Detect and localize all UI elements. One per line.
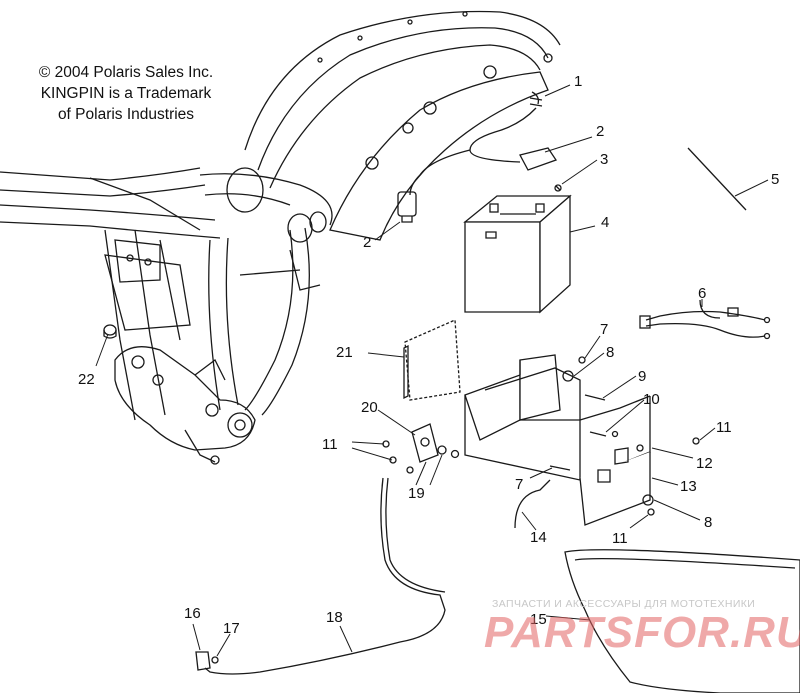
callout-11-bottom: 11 [612,530,628,547]
callout-13: 13 [680,478,697,495]
callout-7-lower: 7 [515,476,523,493]
callout-6: 6 [698,285,706,302]
copyright-line-3: of Polaris Industries [57,106,195,123]
callout-7-upper: 7 [600,321,608,338]
leader-lines [95,84,769,657]
callout-20: 20 [361,399,378,416]
copyright-line-2: KINGPIN is a Trademark [40,85,212,102]
battery-box-part-13 [464,354,700,526]
callout-10: 10 [643,391,660,408]
callout-9: 9 [638,368,646,385]
callout-15: 15 [530,611,547,628]
callout-14: 14 [530,529,547,546]
callout-19: 19 [408,485,425,502]
callout-4: 4 [601,214,609,231]
callout-2-lower: 2 [363,234,371,251]
callout-16: 16 [184,605,201,622]
callout-17: 17 [223,620,240,637]
callout-labels: 1 2 2 3 4 5 6 7 8 9 10 11 11 11 12 13 8 … [78,73,779,637]
bracket-part-20 [382,423,460,474]
callout-21: 21 [336,344,353,361]
harness-part-6 [639,299,771,340]
callout-11-left: 11 [322,436,338,453]
callout-5: 5 [771,171,779,188]
plug-part-22 [103,324,117,339]
wire-part-14 [514,479,551,529]
frame-drawing [0,10,561,465]
copyright-line-1: © 2004 Polaris Sales Inc. [38,64,214,81]
line-part-18 [204,477,446,675]
screw-part-3 [554,184,562,192]
bolt-parts [549,356,607,471]
callout-1: 1 [574,73,582,90]
callout-2-upper: 2 [596,123,604,140]
plate-part-21 [403,319,461,401]
callout-3: 3 [600,151,608,168]
watermark-tagline: ЗАПЧАСТИ И АКСЕССУАРЫ ДЛЯ МОТОТЕХНИКИ [492,598,756,610]
copyright-notice: © 2004 Polaris Sales Inc. KINGPIN is a T… [6,62,246,125]
watermark-brand: PARTSFOR.RU [484,608,800,657]
callout-11-right: 11 [716,419,732,436]
callout-8-lower: 8 [704,514,712,531]
ignition-boot-parts [397,91,558,223]
callout-18: 18 [326,609,343,626]
battery-part-4 [463,194,572,314]
callout-12: 12 [696,455,713,472]
rod-part-5 [687,147,747,211]
side-cover-part-15 [564,549,800,694]
fitting-parts-16-17 [195,651,219,671]
callout-8-upper: 8 [606,344,614,361]
callout-22: 22 [78,371,95,388]
